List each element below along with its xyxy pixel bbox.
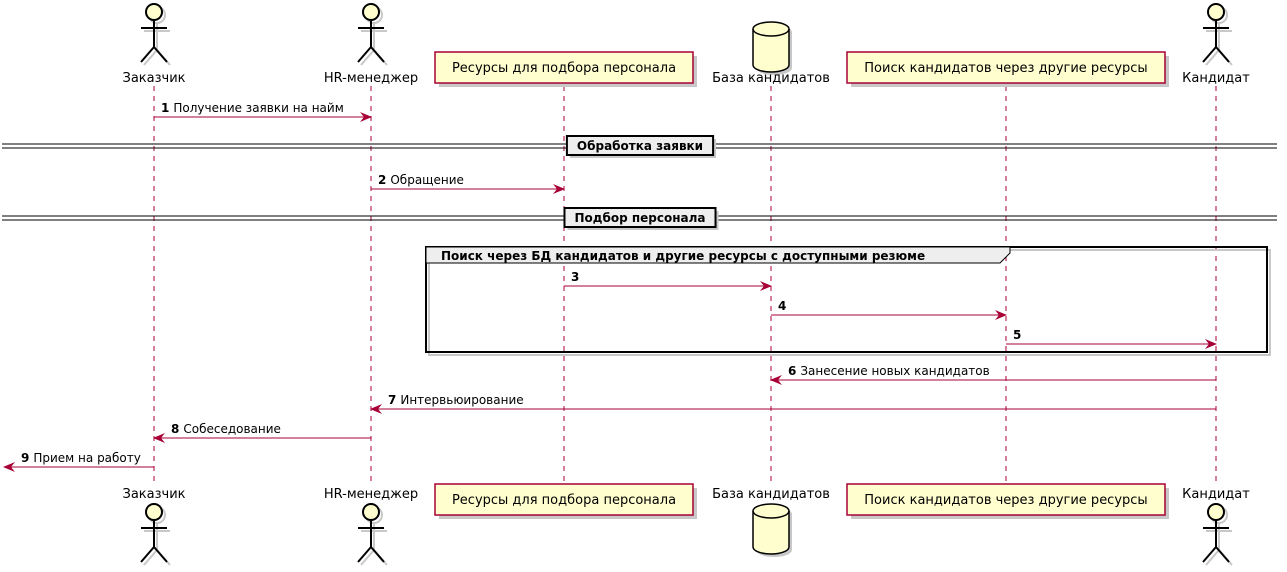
message-6: 6 Занесение новых кандидатов	[770, 364, 1216, 385]
message-number: 3	[571, 270, 579, 284]
actor-head-icon	[145, 3, 163, 21]
group-label-tab	[425, 246, 1011, 264]
actor-body-icon	[1202, 20, 1230, 63]
message-number: 5	[1013, 328, 1021, 342]
divider-1: Обработка заявки	[565, 135, 717, 158]
participant-customer-head: Заказчик	[122, 3, 186, 86]
participant-hr-head: HR-менеджер	[324, 3, 418, 86]
participant-candidate-foot: Кандидат	[1182, 487, 1250, 566]
message-text: Обращение	[390, 173, 464, 187]
message-text: Прием на работу	[33, 451, 141, 465]
message-8: 8 Собеседование	[153, 422, 371, 443]
participant-resources-foot: Ресурсы для подбора персонала	[434, 483, 697, 519]
message-number: 8	[171, 422, 179, 436]
participant-label: Заказчик	[122, 71, 185, 86]
divider-box	[563, 207, 717, 228]
message-9: 9 Прием на работу	[3, 451, 154, 472]
participant-label: Кандидат	[1182, 487, 1250, 502]
participant-box	[846, 51, 1166, 84]
message-number: 2	[378, 173, 386, 187]
participant-db-head: База кандидатов	[712, 21, 830, 86]
divider-box	[565, 135, 715, 156]
database-icon	[752, 21, 790, 73]
message-text: Собеседование	[183, 422, 281, 436]
participant-label: База кандидатов	[712, 487, 830, 502]
message-number: 6	[788, 364, 796, 378]
divider-2: Подбор персонала	[563, 207, 719, 230]
participant-label: Кандидат	[1182, 71, 1250, 86]
actor-body-icon	[357, 520, 385, 563]
participant-search-foot: Поиск кандидатов через другие ресурсы	[846, 483, 1169, 519]
message-5: 5	[1006, 328, 1217, 349]
participant-label: HR-менеджер	[324, 487, 418, 502]
participant-label: Поиск кандидатов через другие ресурсы	[864, 493, 1147, 508]
actor-head-icon	[362, 503, 380, 521]
database-icon	[752, 503, 790, 555]
actor-body-icon	[357, 20, 385, 63]
participant-hr-foot: HR-менеджер	[324, 487, 418, 566]
group-label: Поиск через БД кандидатов и другие ресур…	[441, 249, 925, 263]
participant-box	[846, 483, 1166, 516]
divider-label: Обработка заявки	[577, 139, 703, 153]
actor-body-icon	[1202, 520, 1230, 563]
participant-box	[434, 483, 694, 516]
participant-resources-head: Ресурсы для подбора персонала	[434, 51, 697, 87]
participant-box	[434, 51, 694, 84]
actor-head-icon	[1207, 3, 1225, 21]
participant-label: Ресурсы для подбора персонала	[452, 61, 676, 76]
actor-body-icon	[140, 520, 168, 563]
participant-search-head: Поиск кандидатов через другие ресурсы	[846, 51, 1169, 87]
participant-label: HR-менеджер	[324, 71, 418, 86]
participant-db-foot: База кандидатов	[712, 487, 830, 557]
participant-label: Поиск кандидатов через другие ресурсы	[864, 61, 1147, 76]
participant-label: База кандидатов	[712, 71, 830, 86]
message-text: Интервьюирование	[400, 393, 523, 407]
message-text: Получение заявки на найм	[173, 101, 343, 115]
message-number: 9	[21, 451, 29, 465]
message-number: 4	[778, 299, 786, 313]
message-7: 7 Интервьюирование	[370, 393, 1216, 414]
message-text: Занесение новых кандидатов	[800, 364, 989, 378]
participant-label: Ресурсы для подбора персонала	[452, 493, 676, 508]
message-number: 7	[388, 393, 396, 407]
message-number: 1	[161, 101, 169, 115]
actor-head-icon	[362, 3, 380, 21]
group-frame-shadow	[428, 249, 1271, 356]
actor-head-icon	[1207, 503, 1225, 521]
message-3: 3	[564, 270, 772, 291]
message-2: 2 Обращение	[371, 173, 565, 194]
actor-body-icon	[140, 20, 168, 63]
message-1: 1 Получение заявки на найм	[154, 101, 372, 122]
message-4: 4	[771, 299, 1007, 320]
participant-customer-foot: Заказчик	[122, 487, 186, 566]
participant-label: Заказчик	[122, 487, 185, 502]
participant-candidate-head: Кандидат	[1182, 3, 1250, 86]
divider-label: Подбор персонала	[574, 211, 705, 225]
actor-head-icon	[145, 503, 163, 521]
